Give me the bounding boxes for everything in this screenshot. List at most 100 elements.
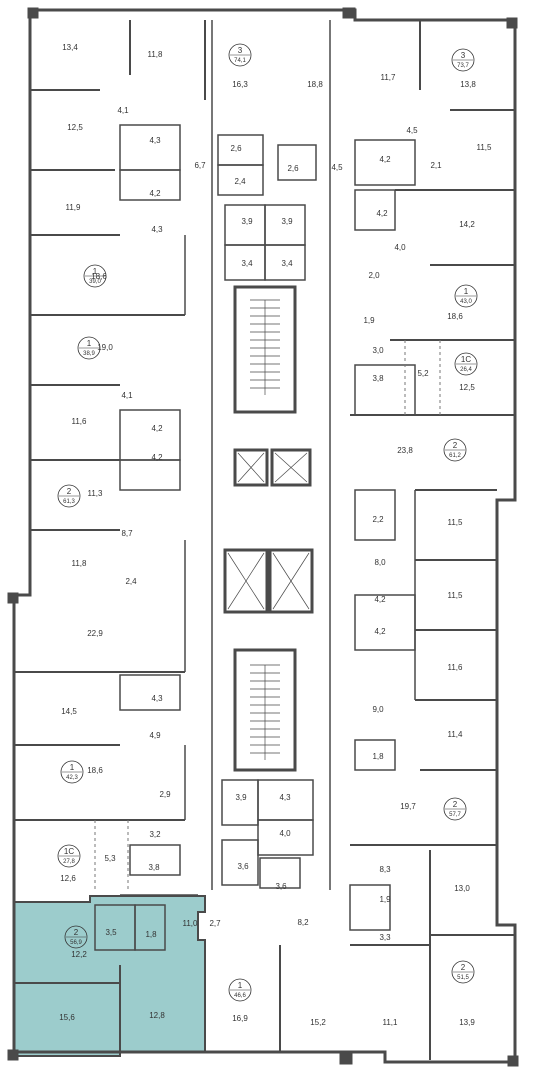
bathroom [349, 884, 391, 931]
apartment-area: 43,0 [460, 299, 472, 305]
room-area-label: 2,9 [159, 790, 171, 799]
room-area-label: 16,3 [232, 80, 248, 89]
apartment-badge[interactable]: 138,9 [77, 336, 101, 360]
room-area-label: 3,4 [281, 259, 293, 268]
room-area-label: 3,4 [241, 259, 253, 268]
bathroom [119, 124, 181, 171]
small-room [221, 779, 259, 826]
corner-post [27, 7, 39, 19]
apartment-badge[interactable]: 261,3 [57, 484, 81, 508]
apartment-badge[interactable]: 374,1 [228, 43, 252, 67]
apartment-badge[interactable]: 251,5 [451, 960, 475, 984]
corner-post [7, 1049, 19, 1061]
dashed-partitions [94, 340, 441, 890]
room-area-label: 11,5 [448, 518, 464, 527]
elevator-shaft [233, 448, 269, 487]
room-area-label: 8,7 [121, 529, 133, 538]
room-area-label: 4,2 [151, 424, 163, 433]
room-area-label: 4,9 [149, 731, 161, 740]
corner-post [507, 1055, 519, 1067]
room-area-label: 12,5 [67, 123, 83, 132]
corner-post [7, 592, 19, 604]
room-area-label: 12,8 [149, 1011, 165, 1020]
apartment-area: 56,9 [70, 940, 82, 946]
room-area-label: 2,6 [230, 144, 242, 153]
apartment-badge-circle [454, 352, 478, 376]
room-area-label: 16,9 [232, 1014, 248, 1023]
apartment-area: 38,9 [83, 351, 95, 357]
apartment-rooms: 1С [461, 355, 471, 364]
small-room [277, 144, 317, 181]
apartment-rooms: 2 [453, 800, 458, 809]
apartment-badge-circle [57, 484, 81, 508]
room-area-label: 2,1 [430, 161, 442, 170]
selected-apartment-highlight[interactable] [13, 895, 206, 1057]
apartment-badge[interactable]: 256,9 [64, 925, 88, 949]
room-area-label: 1,9 [363, 316, 375, 325]
apartment-rooms: 2 [67, 487, 72, 496]
apartment-badge[interactable]: 139,0 [83, 264, 107, 288]
bathroom [119, 169, 181, 201]
selected-apartment-fill[interactable] [13, 895, 206, 1057]
stair-core-lower [233, 648, 297, 772]
bathroom [354, 739, 396, 771]
apartment-badge-circle [443, 797, 467, 821]
apartment-rooms: 2 [461, 963, 466, 972]
bathroom [129, 844, 181, 876]
walls [7, 7, 519, 1067]
apartment-badge-circle [64, 925, 88, 949]
apartment-badge[interactable]: 146,6 [228, 978, 252, 1002]
room-area-label: 5,2 [417, 369, 429, 378]
room-area-label: 11,3 [88, 489, 104, 498]
stair-treads [250, 299, 280, 760]
apartment-badge[interactable]: 261,2 [443, 438, 467, 462]
apartment-rooms: 1 [93, 267, 98, 276]
room-area-label: 3,9 [281, 217, 293, 226]
room-area-label: 2,0 [368, 271, 380, 280]
apartment-area: 61,3 [63, 499, 75, 505]
room-area-label: 4,3 [151, 225, 163, 234]
room-area-label: 1,8 [372, 752, 384, 761]
room-area-label: 22,9 [87, 629, 103, 638]
apartment-badge-circle [451, 48, 475, 72]
bathroom [119, 674, 181, 711]
apartment-badge-circle [451, 960, 475, 984]
corner-post [342, 7, 356, 19]
apartment-badge-circle [77, 336, 101, 360]
room-area-label: 3,0 [372, 346, 384, 355]
room-area-label: 8,0 [374, 558, 386, 567]
room-area-label: 2,7 [209, 919, 221, 928]
apartment-area: 57,7 [449, 812, 461, 818]
apartment-badge[interactable]: 257,7 [443, 797, 467, 821]
bathroom [354, 364, 416, 416]
room-area-label: 4,3 [279, 793, 291, 802]
room-area-label: 13,0 [454, 884, 470, 893]
apartment-badge-circle [228, 43, 252, 67]
apartment-badge[interactable]: 373,7 [451, 48, 475, 72]
room-area-label: 4,0 [279, 829, 291, 838]
apartment-rooms: 3 [238, 46, 243, 55]
room-area-label: 4,2 [374, 595, 386, 604]
room-area-label: 4,2 [379, 155, 391, 164]
room-area-label: 18,6 [87, 766, 103, 775]
apartment-badge[interactable]: 142,3 [60, 760, 84, 784]
room-area-label: 23,8 [397, 446, 413, 455]
elevator-shaft [268, 548, 314, 614]
apartment-area: 27,8 [63, 859, 75, 865]
room-area-label: 11,1 [383, 1018, 399, 1027]
room-area-label: 11,6 [72, 417, 88, 426]
apartment-badge[interactable]: 143,0 [454, 284, 478, 308]
apartment-badge-circle [454, 284, 478, 308]
room-area-label: 3,6 [237, 862, 249, 871]
bathroom [354, 489, 396, 541]
apartment-area: 39,0 [89, 279, 101, 285]
room-area-label: 3,6 [275, 882, 287, 891]
room-area-label: 8,3 [379, 865, 391, 874]
room-area-label: 11,7 [381, 73, 397, 82]
room-area-label: 4,3 [149, 136, 161, 145]
room-area-label: 4,0 [394, 243, 406, 252]
apartment-area: 42,3 [66, 775, 78, 781]
